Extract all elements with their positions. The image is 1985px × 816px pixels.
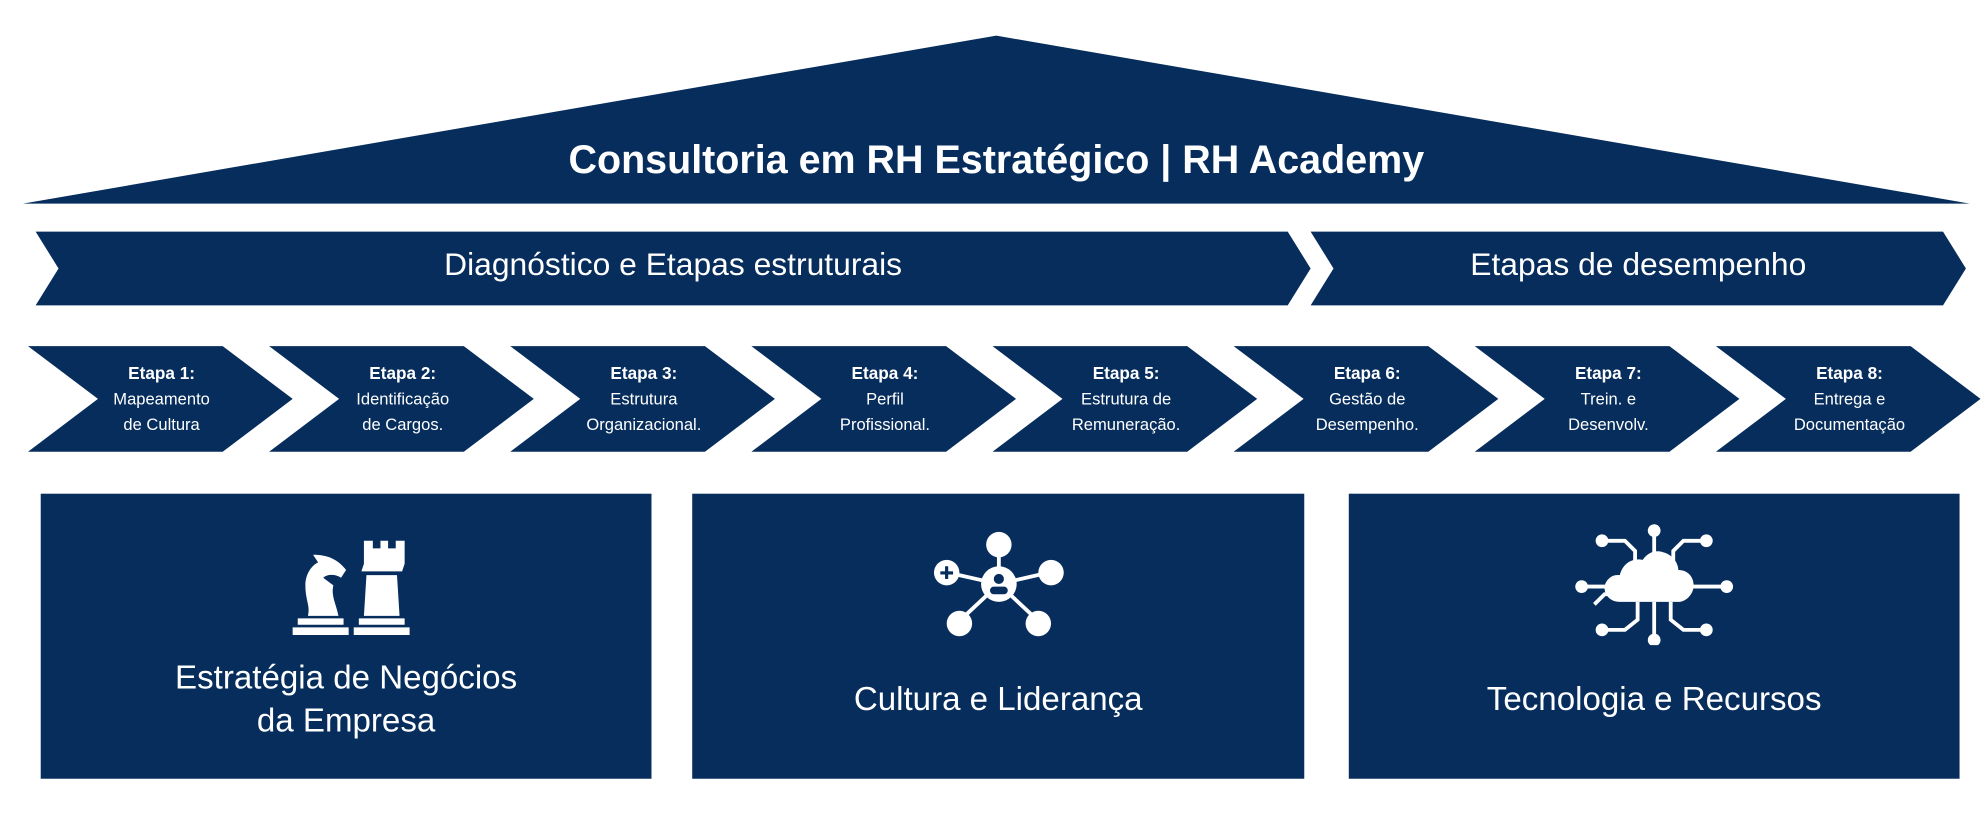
- step-chevron-5: [992, 346, 1258, 452]
- step-7: Etapa 7: Trein. e Desenvolv.: [1500, 361, 1716, 437]
- step-title: Etapa 4:: [851, 363, 919, 384]
- step-line1: Estrutura: [610, 389, 678, 409]
- cloud-circuit-icon: [1571, 524, 1736, 646]
- step-line1: Gestão de: [1329, 389, 1406, 409]
- pillar-culture-label: Cultura e Liderança: [853, 679, 1143, 718]
- step-line2: Desempenho.: [1315, 414, 1419, 434]
- step-line2: Documentação: [1793, 414, 1906, 434]
- roof-shape: [22, 35, 1970, 204]
- band-structural-shape: [35, 231, 1311, 306]
- step-title: Etapa 1:: [128, 363, 196, 384]
- pillar-strategy: Estratégia de Negócios da Empresa: [40, 493, 652, 779]
- pillar-technology-label: Tecnologia e Recursos: [1486, 679, 1822, 718]
- step-chevron-2: [269, 346, 534, 452]
- band-structural-label: Diagnóstico e Etapas estruturais: [444, 246, 903, 283]
- step-chevron-8: [1715, 346, 1981, 452]
- step-line1: Identificação: [356, 389, 450, 409]
- step-chevrons: [27, 346, 1981, 452]
- step-2: Etapa 2: Identificação de Cargos.: [295, 361, 511, 437]
- step-line1: Perfil: [866, 389, 904, 409]
- pillar-culture: Cultura e Liderança: [692, 493, 1305, 779]
- step-chevron-6: [1233, 346, 1499, 452]
- step-chevron-1: [27, 346, 293, 452]
- step-5: Etapa 5: Estrutura de Remuneração.: [1018, 361, 1234, 437]
- step-line2: de Cargos.: [362, 414, 444, 434]
- step-title: Etapa 2:: [369, 363, 437, 384]
- step-line2: Profissional.: [839, 414, 931, 434]
- step-line2: Desenvolv.: [1568, 414, 1649, 434]
- step-line1: Estrutura de: [1081, 389, 1172, 409]
- step-6: Etapa 6: Gestão de Desempenho.: [1259, 361, 1475, 437]
- step-title: Etapa 8:: [1816, 363, 1883, 384]
- step-line2: Organizacional.: [586, 414, 702, 434]
- step-8: Etapa 8: Entrega e Documentação: [1741, 361, 1957, 437]
- band-performance-shape: [1310, 231, 1966, 306]
- network-people-icon: [928, 529, 1068, 638]
- step-line2: Remuneração.: [1071, 414, 1181, 434]
- step-line1: Mapeamento: [113, 389, 210, 409]
- step-title: Etapa 3:: [610, 363, 678, 384]
- step-title: Etapa 7:: [1574, 363, 1642, 384]
- step-chevron-4: [751, 346, 1017, 452]
- step-chevron-7: [1474, 346, 1740, 452]
- page-title: Consultoria em RH Estratégico | RH Acade…: [568, 137, 1425, 182]
- step-line1: Trein. e: [1580, 389, 1637, 409]
- step-title: Etapa 5:: [1092, 363, 1160, 384]
- pillar-technology: Tecnologia e Recursos: [1348, 493, 1960, 779]
- chess-icon: [282, 529, 410, 638]
- step-line2: de Cultura: [123, 414, 200, 434]
- pillar-strategy-line2: da Empresa: [256, 701, 436, 740]
- pillar-strategy-line1: Estratégia de Negócios: [175, 657, 518, 697]
- step-title: Etapa 6:: [1333, 363, 1401, 384]
- step-1: Etapa 1: Mapeamento de Cultura: [53, 361, 269, 437]
- step-line1: Entrega e: [1813, 389, 1886, 409]
- band-performance-label: Etapas de desempenho: [1470, 246, 1807, 283]
- step-chevron-3: [510, 346, 775, 452]
